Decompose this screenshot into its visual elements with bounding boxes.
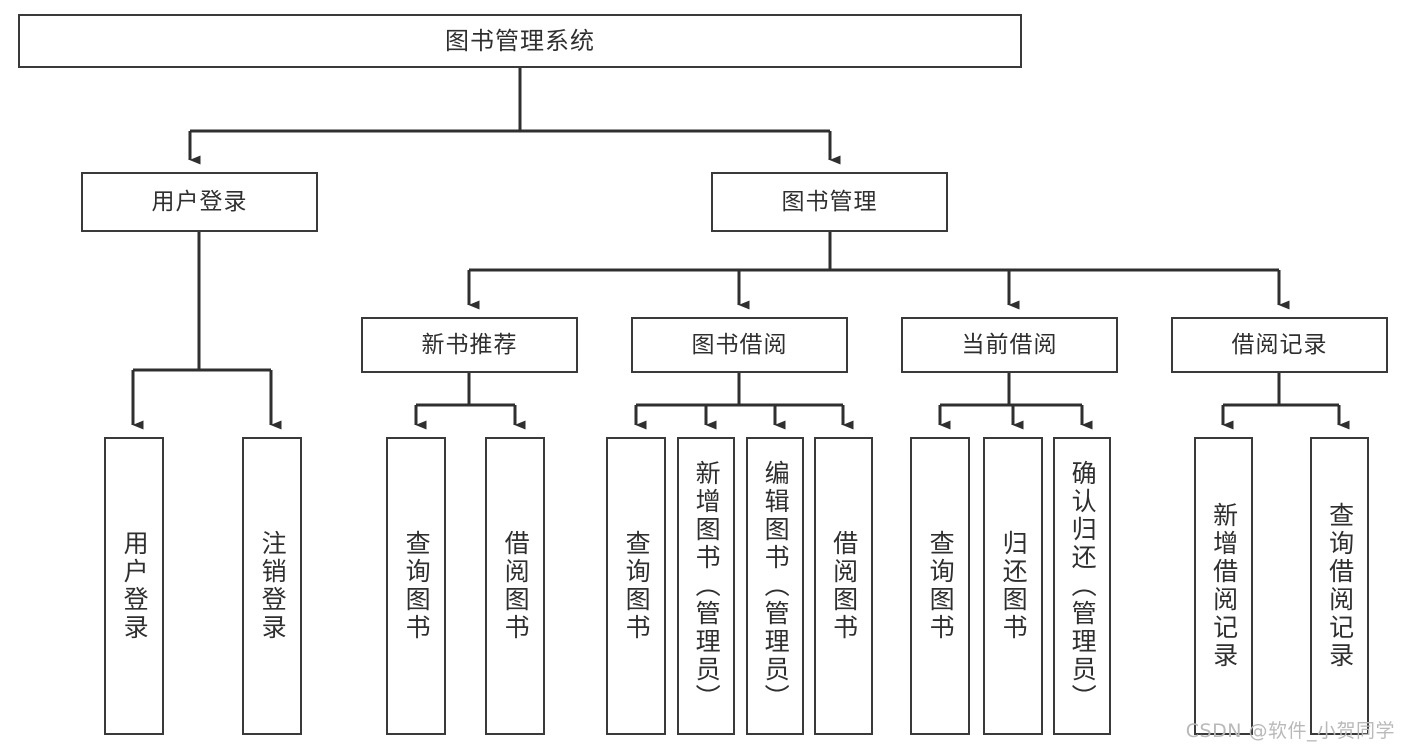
node-leaf-query-record-label: 查询借阅记录 bbox=[1325, 502, 1355, 670]
node-leaf-add-book-label: 新增图书（管理员） bbox=[692, 460, 722, 712]
node-leaf-query-record[interactable]: 查询借阅记录 bbox=[1310, 437, 1369, 735]
node-leaf-return-book-label: 归还图书 bbox=[999, 530, 1029, 642]
node-current-borrow[interactable]: 当前借阅 bbox=[901, 317, 1118, 373]
node-current-borrow-label: 当前借阅 bbox=[961, 331, 1058, 358]
node-borrow-record[interactable]: 借阅记录 bbox=[1171, 317, 1388, 373]
node-leaf-query-book-a-label: 查询图书 bbox=[402, 530, 432, 642]
node-leaf-add-record-label: 新增借阅记录 bbox=[1209, 502, 1239, 670]
node-leaf-return-book[interactable]: 归还图书 bbox=[983, 437, 1043, 735]
node-leaf-user-login[interactable]: 用户登录 bbox=[104, 437, 164, 735]
node-leaf-query-book-b[interactable]: 查询图书 bbox=[606, 437, 666, 735]
node-new-book-recommend-label: 新书推荐 bbox=[421, 331, 518, 358]
node-user-login-label: 用户登录 bbox=[151, 188, 248, 215]
node-book-manage[interactable]: 图书管理 bbox=[711, 172, 948, 232]
node-book-manage-label: 图书管理 bbox=[781, 188, 878, 215]
node-borrow-record-label: 借阅记录 bbox=[1231, 331, 1328, 358]
node-leaf-user-logout[interactable]: 注销登录 bbox=[242, 437, 302, 735]
node-leaf-query-book-b-label: 查询图书 bbox=[622, 530, 652, 642]
node-new-book-recommend[interactable]: 新书推荐 bbox=[361, 317, 578, 373]
node-user-login[interactable]: 用户登录 bbox=[81, 172, 318, 232]
node-leaf-borrow-book-b-label: 借阅图书 bbox=[829, 530, 859, 642]
node-leaf-confirm-return[interactable]: 确认归还（管理员） bbox=[1053, 437, 1111, 735]
node-leaf-user-logout-label: 注销登录 bbox=[258, 530, 288, 642]
node-root-system[interactable]: 图书管理系统 bbox=[18, 14, 1022, 68]
node-leaf-borrow-book-a-label: 借阅图书 bbox=[501, 530, 531, 642]
node-leaf-user-login-label: 用户登录 bbox=[120, 530, 150, 642]
node-leaf-borrow-book-b[interactable]: 借阅图书 bbox=[814, 437, 873, 735]
node-book-borrow-label: 图书借阅 bbox=[691, 331, 788, 358]
node-leaf-add-book[interactable]: 新增图书（管理员） bbox=[677, 437, 735, 735]
node-leaf-edit-book-label: 编辑图书（管理员） bbox=[761, 460, 791, 712]
node-leaf-query-book-c[interactable]: 查询图书 bbox=[910, 437, 970, 735]
node-leaf-query-book-a[interactable]: 查询图书 bbox=[386, 437, 446, 735]
node-leaf-query-book-c-label: 查询图书 bbox=[926, 530, 956, 642]
node-leaf-borrow-book-a[interactable]: 借阅图书 bbox=[485, 437, 545, 735]
node-root-system-label: 图书管理系统 bbox=[445, 27, 595, 55]
node-book-borrow[interactable]: 图书借阅 bbox=[631, 317, 848, 373]
node-leaf-add-record[interactable]: 新增借阅记录 bbox=[1194, 437, 1253, 735]
node-leaf-edit-book[interactable]: 编辑图书（管理员） bbox=[746, 437, 804, 735]
node-leaf-confirm-return-label: 确认归还（管理员） bbox=[1068, 460, 1098, 712]
